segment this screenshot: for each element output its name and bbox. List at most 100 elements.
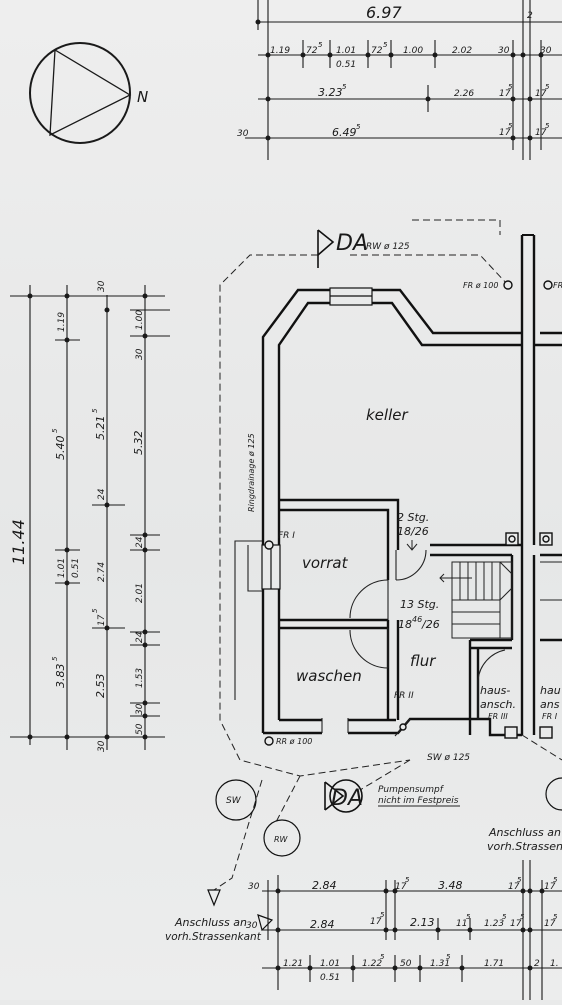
dim-bot-r2-7: 17 [510, 919, 522, 929]
dim-bot-r3-7: 1.71 [484, 959, 504, 969]
dim-left-c3-4: 24 [135, 536, 145, 548]
dim-left-c2-6: 2.53 [94, 674, 107, 699]
label-stg1-ratio: 18/26 [397, 525, 429, 538]
dim-left-c3-6: 24 [135, 631, 145, 643]
dim-top-r3-3: 17 [499, 128, 511, 138]
label-fr-top: FR ø 100 [463, 281, 498, 290]
dim-bot-r2-8s: 5 [553, 913, 558, 921]
bottom-dimension-dots [275, 888, 545, 971]
dim-top-r1-5s: 5 [383, 41, 388, 49]
room-flur: flur [410, 652, 436, 670]
dim-left-c3-7: 1.53 [135, 668, 145, 688]
bottom-dimension-labels: 30 2.84 17 5 3.48 17 5 17 5 30 2.84 17 5… [246, 876, 559, 983]
label-stg1: 2 Stg. [397, 511, 429, 524]
dim-bot-r1-6: 17 [544, 882, 556, 892]
dim-left-c1-3: 1.01 [57, 558, 67, 578]
dim-left-c2-2s: 5 [91, 408, 99, 413]
dim-bot-r2-3: 17 [370, 917, 382, 927]
dim-bot-r3-6s: 5 [446, 953, 451, 961]
dim-bot-r2-8: 17 [544, 919, 556, 929]
dim-bot-r3-6: 1.31 [430, 959, 450, 969]
label-da-top: DA [336, 231, 368, 256]
dim-bot-r2-3s: 5 [380, 911, 385, 919]
floor-drains [264, 280, 553, 746]
dim-top-r3-1: 30 [237, 129, 249, 139]
dim-top-r1-2: 72 [306, 46, 318, 56]
room-hausansch-right-2: ans [540, 698, 560, 711]
dim-bot-r1-3: 17 [395, 882, 407, 892]
dim-bot-r2-5: 11 [456, 919, 467, 929]
windows [261, 287, 373, 590]
room-waschen: waschen [296, 667, 362, 685]
dim-bot-r3-4: 1.22 [362, 959, 382, 969]
dim-top-total: 6.97 [366, 3, 402, 22]
dim-left-c2-7: 30 [97, 740, 107, 752]
dim-bot-r1-3s: 5 [405, 876, 410, 884]
label-pump-1: Pumpensumpf [378, 785, 445, 795]
label-anschluss-left-1: Anschluss an [174, 916, 247, 929]
dim-top-r1-7: 2.02 [452, 46, 472, 56]
da-symbol-top [317, 229, 335, 268]
label-rw-top: RW ø 125 [366, 242, 410, 252]
room-labels: keller vorrat waschen flur haus- ansch. … [296, 406, 561, 721]
dim-left-c1-1: 1.19 [57, 312, 67, 332]
dim-bot-r2-7s: 5 [520, 913, 525, 921]
dim-left-c3-5: 2.01 [135, 583, 145, 603]
dim-top-r1-9: 30 [540, 46, 552, 56]
label-fr1: FR I [278, 531, 295, 541]
dim-left-c2-1: 30 [97, 280, 107, 292]
dim-bot-r3-4s: 5 [380, 953, 385, 961]
label-fr2: FR II [394, 691, 414, 701]
manhole-circles [207, 777, 562, 932]
dim-left-c3-1: 1.00 [135, 310, 145, 330]
left-dimensions [10, 285, 170, 750]
dim-bot-r1-5s: 5 [517, 876, 522, 884]
dim-left-c3-2: 30 [135, 348, 145, 360]
dim-top-r3-4s: 5 [545, 122, 550, 130]
top-dimension-dots [255, 19, 544, 141]
label-fr-top-right: FR [553, 281, 562, 290]
dim-bot-r2-1: 30 [246, 921, 258, 931]
dim-top-r2-3s: 5 [508, 83, 513, 91]
top-dimensions [245, 0, 562, 160]
dim-left-c1-4: 0.51 [71, 558, 81, 578]
dim-top-r1-6: 1.00 [403, 46, 423, 56]
dim-left-c3-9: 50 [135, 723, 145, 735]
dim-top-r1-1: 1.19 [270, 46, 290, 56]
dim-bot-r1-1: 30 [248, 882, 260, 892]
dim-bot-r3-2: 1.01 [320, 959, 340, 969]
dim-top-r1-3: 1.01 [336, 46, 356, 56]
dim-top-r3-4: 17 [535, 128, 547, 138]
dim-bot-r3-9: 1. [550, 959, 559, 969]
label-sw-pipe: SW ø 125 [427, 753, 470, 763]
dim-left-c3-8: 30 [135, 703, 145, 715]
room-keller: keller [366, 406, 408, 424]
door-swings [321, 549, 506, 737]
label-rr: RR ø 100 [276, 737, 312, 746]
dim-bot-r2-4: 2.13 [410, 916, 435, 929]
dim-left-c2-4: 2.74 [97, 562, 107, 582]
dim-bot-r2-6: 1.23 [484, 919, 504, 929]
dim-top-r3-3s: 5 [508, 122, 513, 130]
dim-top-r1-4: 0.51 [336, 60, 356, 70]
label-da-bottom: DA [331, 786, 363, 811]
room-hausansch-2: ansch. [480, 698, 516, 711]
room-hausansch-1: haus- [480, 684, 510, 697]
dim-bot-r3-8: 2 [534, 959, 540, 969]
dim-top-r2-1: 3.23 [318, 86, 343, 99]
top-dimension-labels: 6.97 2 1.19 72 5 1.01 0.51 72 5 1.00 2.0… [237, 3, 552, 139]
dim-top-r2-4s: 5 [545, 83, 550, 91]
left-dimension-dots [27, 293, 148, 740]
drainage-dashed-line [213, 219, 562, 891]
dim-top-r1-8: 30 [498, 46, 510, 56]
dim-top-r2-1s: 5 [342, 83, 347, 91]
dim-left-total: 11.44 [9, 519, 28, 565]
label-rw: RW [274, 835, 289, 844]
label-anschluss-left-2: vorh.Strassenkant [165, 931, 262, 943]
room-hausansch-right-1: hau [540, 684, 561, 697]
label-anschluss-right-2: vorh.Strassenk [487, 840, 562, 853]
dim-top-edge: 2 [527, 11, 533, 21]
label-pump-2: nicht im Festpreis [378, 796, 459, 806]
dim-left-c1-5s: 5 [51, 656, 59, 661]
